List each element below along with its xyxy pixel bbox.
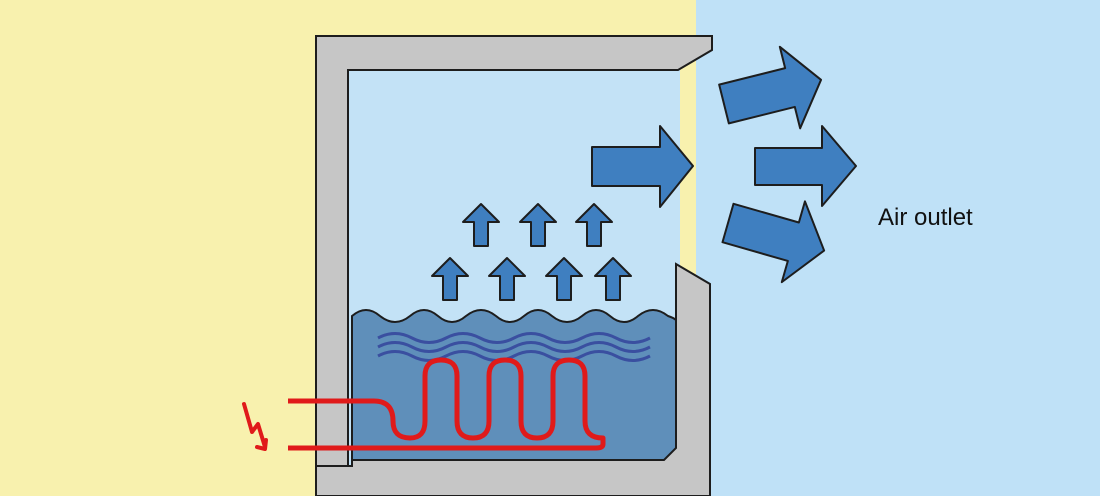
- up-arrow-icon: [431, 257, 469, 301]
- heating-coil: [288, 357, 606, 451]
- wave-line-2: [377, 341, 651, 353]
- up-arrow-icon: [594, 257, 632, 301]
- housing-left-top: [315, 35, 713, 496]
- up-arrow-icon: [575, 203, 613, 247]
- up-arrow-icon: [545, 257, 583, 301]
- air-outlet-label: Air outlet: [878, 204, 973, 231]
- right-arrow-icon: [718, 45, 823, 130]
- wave-line-3: [377, 350, 651, 362]
- up-arrow-icon: [462, 203, 500, 247]
- steam-arrows: [431, 203, 632, 301]
- water-body: [351, 309, 677, 461]
- housing-right-wall: [315, 262, 711, 496]
- up-arrow-icon: [519, 203, 557, 247]
- right-arrow-icon: [754, 125, 857, 207]
- right-arrow-icon: [591, 125, 694, 208]
- up-arrow-icon: [488, 257, 526, 301]
- lightning-bolt-icon: [242, 402, 268, 451]
- right-arrow-icon: [721, 200, 826, 284]
- water-waves: [377, 332, 651, 362]
- wave-line-1: [377, 332, 651, 344]
- airflow-arrows: [591, 45, 857, 284]
